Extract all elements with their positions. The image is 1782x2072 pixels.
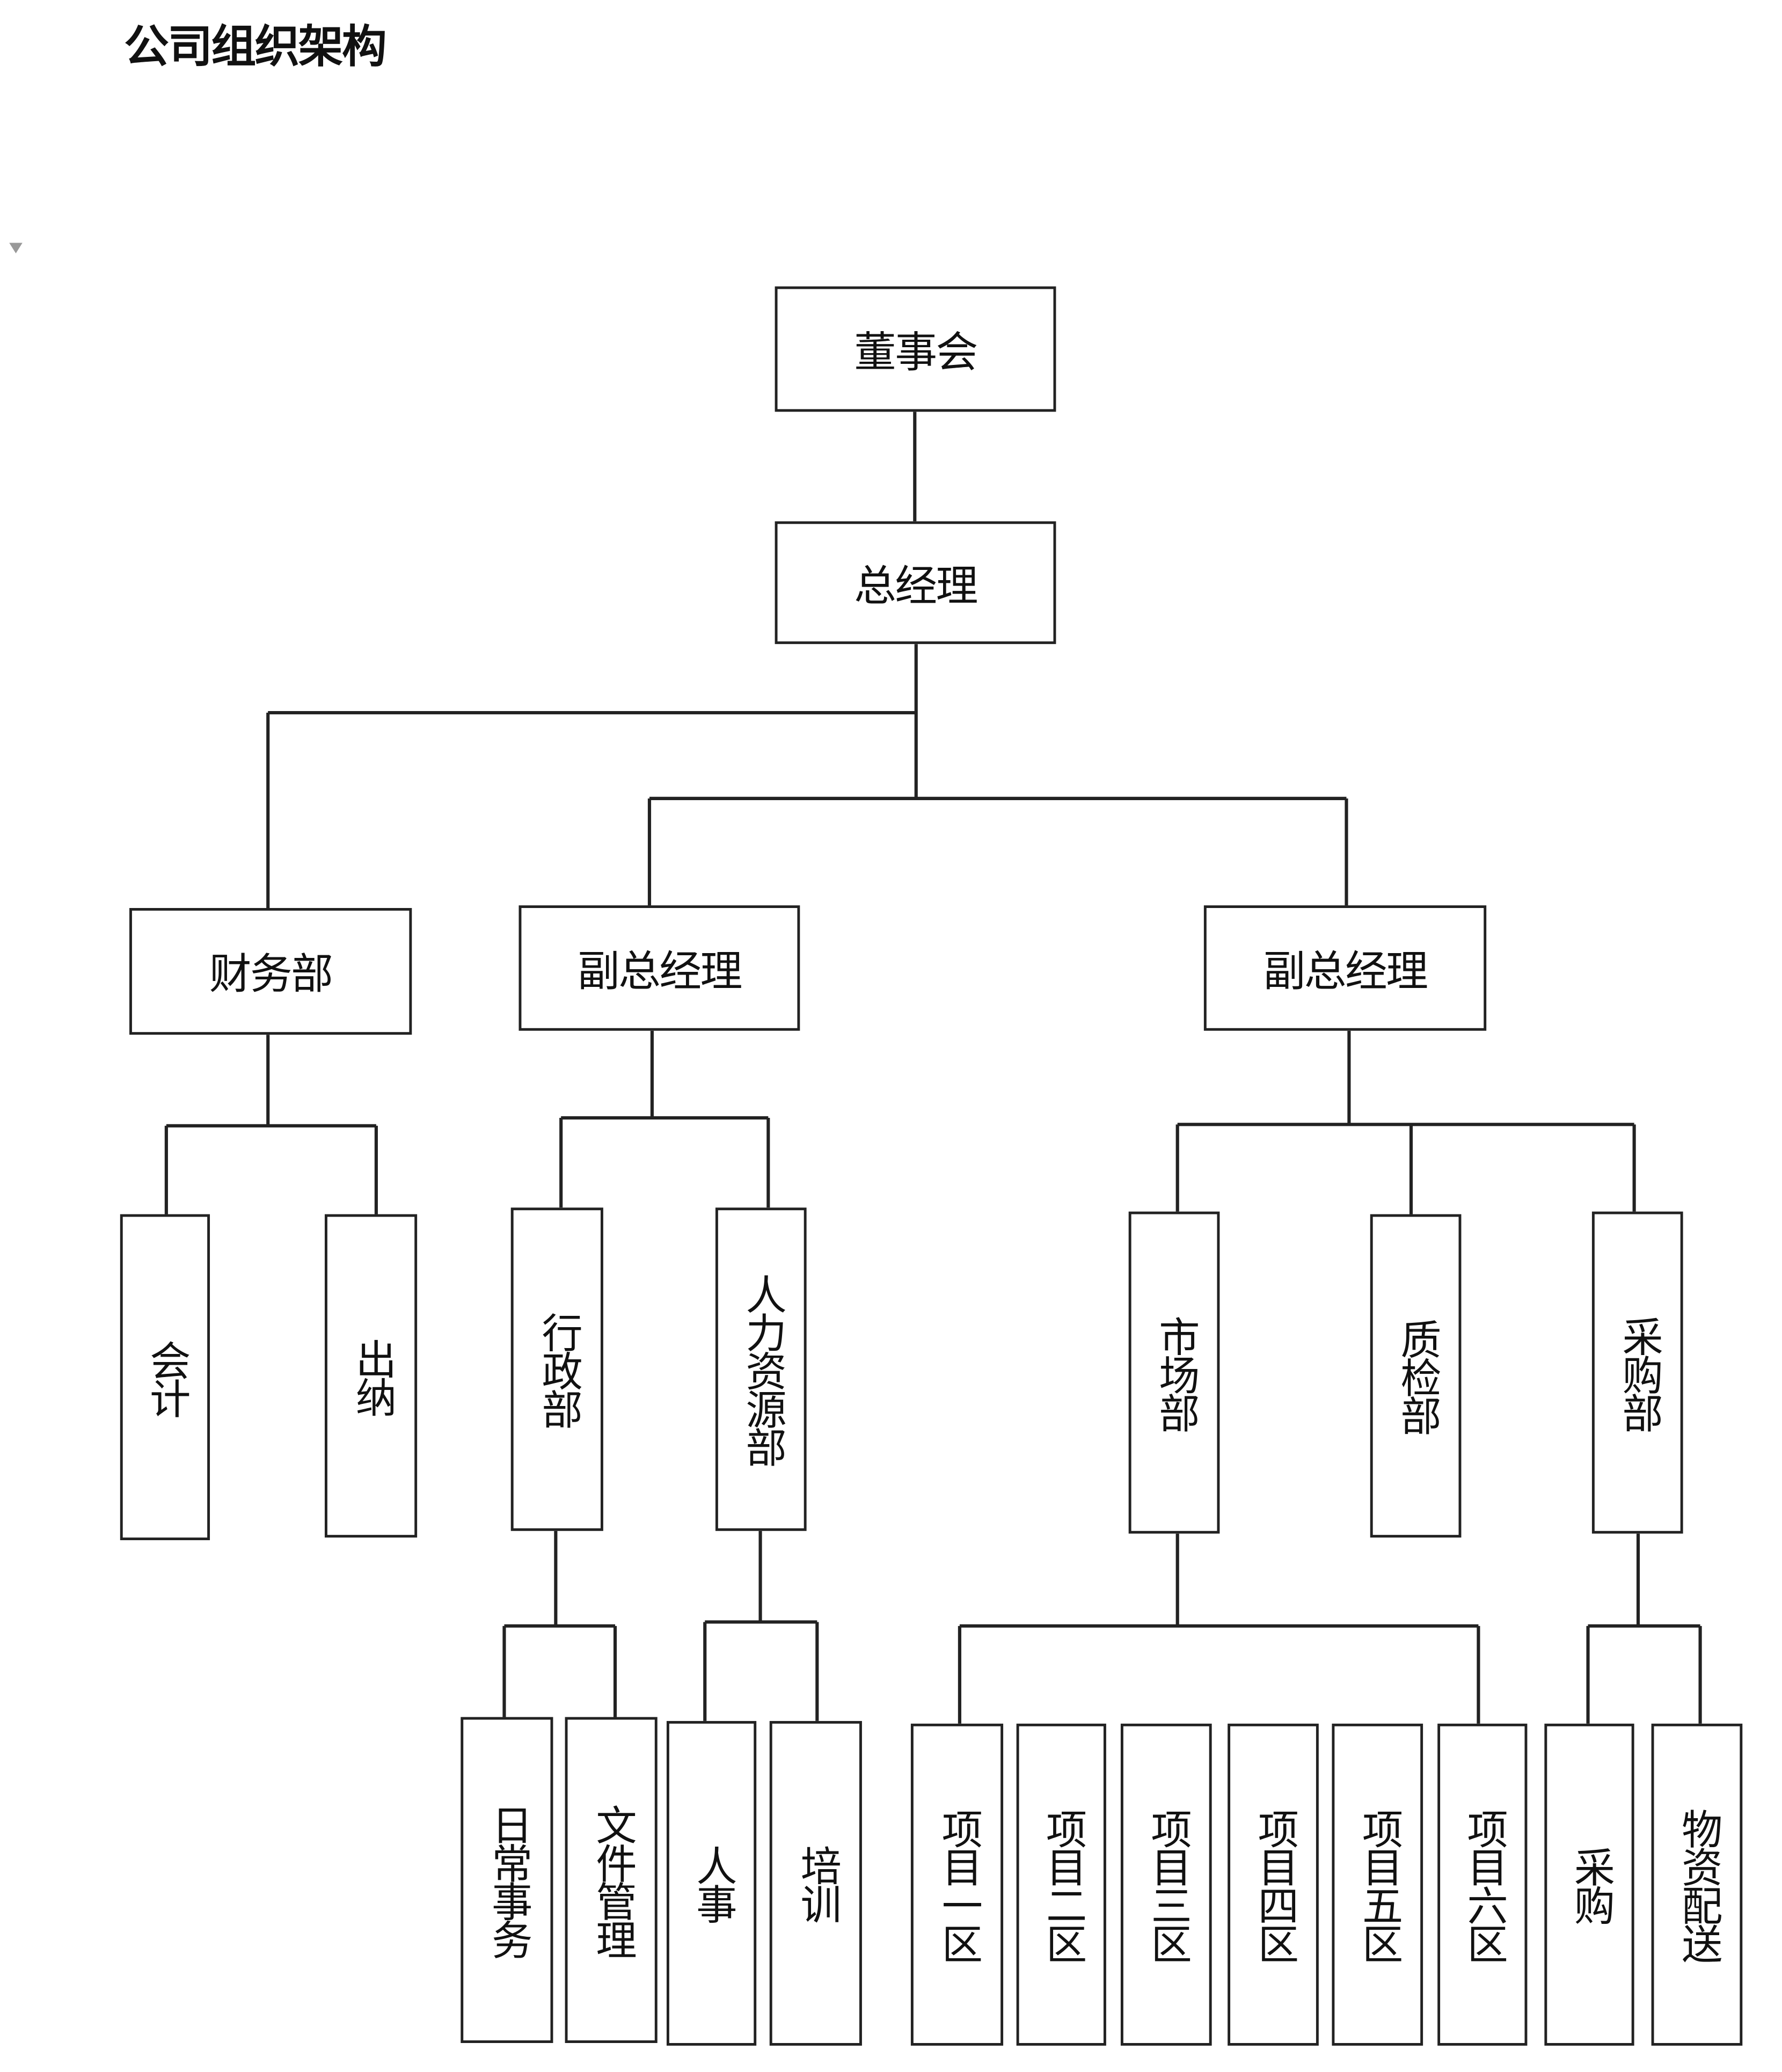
node-label: 项目二区	[1038, 1808, 1086, 1961]
node-accounting: 会计	[120, 1214, 210, 1541]
node-label: 项目五区	[1354, 1808, 1402, 1961]
node-vp-left: 副总经理	[518, 905, 800, 1031]
node-label: 人力资源部	[737, 1273, 786, 1465]
node-label: 采购部	[1614, 1315, 1662, 1430]
node-label: 项目六区	[1459, 1808, 1507, 1961]
node-finance: 财务部	[129, 907, 412, 1035]
node-hr: 人力资源部	[715, 1207, 807, 1531]
node-label: 日常事务	[484, 1803, 531, 1957]
node-label: 项目三区	[1143, 1808, 1191, 1961]
node-purchasing-dept: 采购部	[1591, 1211, 1683, 1534]
node-vp-right: 副总经理	[1203, 905, 1487, 1031]
node-admin: 行政部	[510, 1207, 603, 1531]
node-zone-3: 项目三区	[1120, 1723, 1212, 2046]
node-market: 市场部	[1128, 1211, 1220, 1534]
node-purchase: 采购	[1544, 1723, 1634, 2046]
node-daily-affairs: 日常事务	[461, 1717, 553, 2043]
node-label: 行政部	[534, 1312, 582, 1427]
node-training: 培训	[769, 1720, 862, 2046]
node-zone-6: 项目六区	[1437, 1723, 1528, 2046]
node-zone-2: 项目二区	[1016, 1723, 1106, 2046]
node-label: 文件管理	[588, 1803, 636, 1957]
node-zone-4: 项目四区	[1228, 1723, 1319, 2046]
node-personnel: 人事	[666, 1720, 757, 2046]
node-label: 人事	[688, 1845, 736, 1922]
node-general-manager: 总经理	[775, 521, 1056, 645]
node-label: 采购	[1566, 1846, 1614, 1923]
node-board: 董事会	[775, 286, 1056, 412]
node-label: 项目四区	[1250, 1808, 1298, 1961]
node-label: 市场部	[1151, 1315, 1199, 1430]
page-title: 公司组织架构	[124, 21, 386, 74]
node-file-management: 文件管理	[565, 1717, 658, 2043]
collapse-triangle-icon[interactable]	[9, 243, 23, 254]
node-zone-5: 项目五区	[1332, 1723, 1423, 2046]
node-label: 出纳	[348, 1337, 396, 1415]
node-label: 项目一区	[933, 1808, 982, 1961]
node-qc: 质检部	[1370, 1214, 1462, 1538]
node-label: 质检部	[1392, 1318, 1441, 1433]
node-label: 会计	[142, 1338, 189, 1416]
node-label: 培训	[792, 1845, 841, 1922]
node-cashier: 出纳	[324, 1214, 418, 1538]
node-label: 物资配送	[1674, 1808, 1721, 1961]
node-logistics: 物资配送	[1651, 1723, 1743, 2046]
node-zone-1: 项目一区	[910, 1723, 1004, 2046]
